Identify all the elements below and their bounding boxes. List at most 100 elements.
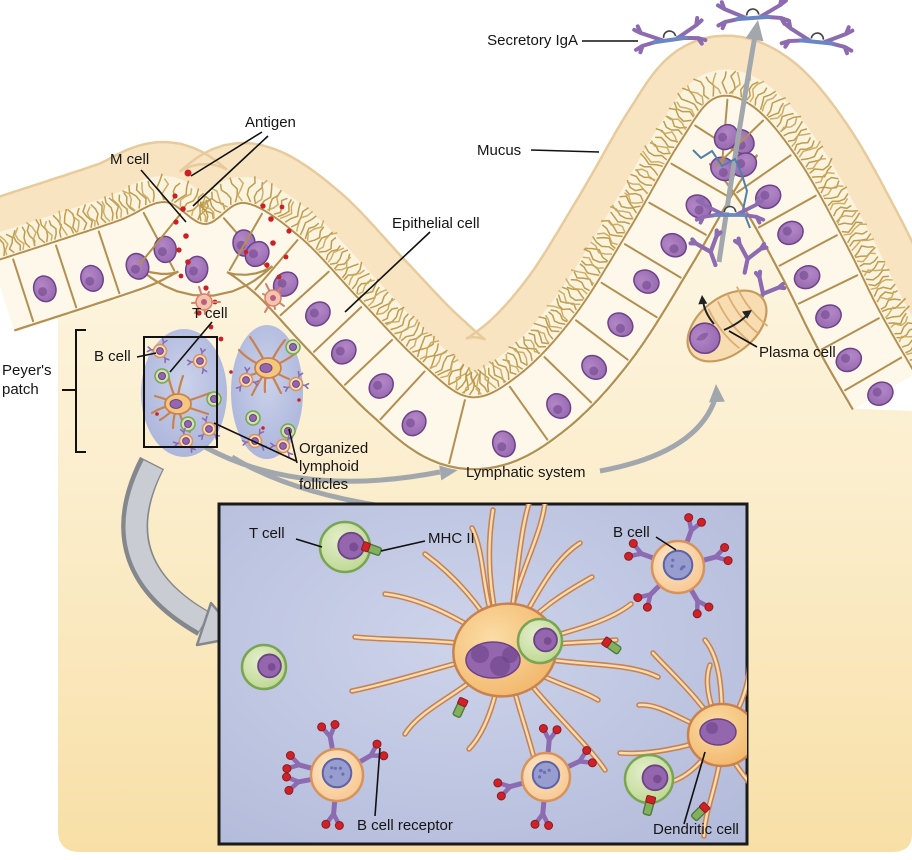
label-plasma-cell: Plasma cell	[759, 344, 836, 361]
microvillus	[601, 224, 623, 238]
transcytosis-path	[692, 149, 751, 229]
arrow-follicle-to-lymphatic	[203, 444, 441, 484]
label-lymphatic-system: Lymphatic system	[466, 464, 586, 481]
microvillus	[766, 97, 786, 117]
follicle-b-cell	[235, 366, 260, 392]
microvillus	[43, 220, 53, 241]
microvillus	[686, 85, 704, 105]
microvillus	[626, 181, 648, 195]
microvillus	[721, 71, 728, 94]
microvillus	[796, 140, 815, 155]
cell-divider	[279, 270, 330, 317]
cell-divider	[343, 339, 393, 386]
microvillus	[461, 371, 473, 394]
leader-line-inset-b-cell	[655, 536, 677, 551]
microvillus	[76, 207, 88, 231]
microvillus	[308, 226, 325, 243]
microvillus	[836, 211, 857, 224]
microvillus	[128, 185, 141, 209]
microvillus	[201, 200, 210, 223]
mhc-ii-marker	[452, 697, 469, 718]
follicle-b-cell	[172, 427, 196, 454]
microvillus	[333, 253, 351, 270]
leader-line-m-cell	[140, 169, 187, 223]
epithelial-cell-nucleus	[793, 265, 821, 290]
microvillus	[865, 268, 890, 281]
microvillus	[63, 208, 75, 234]
cell-divider	[623, 243, 682, 279]
label-epithelial-cell: Epithelial cell	[392, 215, 480, 232]
iga-antibody	[732, 236, 769, 275]
epithelial-cell-nucleus	[153, 235, 177, 264]
microvillus	[316, 232, 338, 252]
microvillus	[754, 87, 768, 106]
microvillus	[48, 219, 57, 240]
microvillus	[901, 339, 912, 348]
microvillus	[673, 101, 695, 118]
microvillus	[182, 188, 200, 210]
inset-t-cell	[623, 753, 675, 805]
label-inset-b-cell: B cell	[613, 524, 650, 541]
microvillus	[538, 316, 560, 333]
microvillus	[351, 272, 370, 290]
epithelium	[0, 34, 912, 472]
microvillus	[473, 369, 482, 395]
microvillus	[482, 364, 497, 389]
microvillus	[847, 230, 868, 244]
microvillus	[550, 309, 568, 323]
microvillus	[135, 183, 147, 206]
follicle-t-cell	[154, 368, 170, 384]
microvillus	[325, 245, 341, 261]
microvillus	[851, 238, 875, 252]
microvillus	[357, 279, 375, 296]
microvillus	[299, 215, 317, 236]
inset-b-cell	[282, 720, 389, 830]
antigen-dot	[276, 274, 282, 280]
microvillus	[570, 278, 590, 292]
label-inset-t-cell: T cell	[249, 525, 285, 542]
microvillus	[885, 305, 910, 320]
microvillus	[434, 353, 455, 374]
epithelial-cell-nucleus	[330, 339, 357, 365]
arrow-lymphatic-to-plasma-cell	[599, 391, 720, 474]
microvillus	[820, 180, 840, 194]
microvillus	[267, 192, 281, 211]
microvillus	[440, 359, 459, 379]
microvillus	[894, 322, 912, 335]
microvillus	[96, 200, 107, 224]
microvillus	[341, 263, 359, 279]
microvillus	[455, 372, 468, 390]
microvillus	[429, 351, 447, 369]
follicle-highlight-box	[143, 336, 218, 448]
cell-divider	[508, 385, 549, 441]
microvillus	[800, 145, 824, 161]
microvillus	[798, 140, 822, 158]
microvillus	[868, 275, 889, 287]
antigen-dot	[264, 262, 270, 268]
microvillus	[822, 185, 844, 197]
antigen-dot	[261, 426, 265, 430]
microvillus	[854, 245, 874, 257]
microvillus	[863, 263, 886, 277]
microvillus	[809, 157, 833, 174]
leader-line-antigen-1	[190, 131, 263, 177]
microvillus	[639, 163, 659, 176]
leader-line-b-cell-follicle	[136, 352, 157, 358]
antigen-dot	[297, 398, 301, 402]
microvillus	[870, 278, 893, 291]
follicle-b-cell	[197, 415, 221, 441]
microvillus	[390, 313, 409, 331]
microvillus	[0, 235, 9, 256]
secretory-iga-dimer	[779, 18, 855, 56]
microvillus	[642, 150, 665, 165]
follicle-t-cell	[206, 391, 222, 407]
microvillus	[118, 194, 129, 215]
microvillus	[173, 180, 190, 204]
microvillus	[557, 294, 577, 311]
microvillus	[815, 171, 835, 184]
microvillus	[625, 189, 644, 202]
label-secretory-iga: Secretory IgA	[487, 32, 578, 49]
microvillus	[190, 195, 206, 216]
microvillus	[205, 195, 222, 214]
